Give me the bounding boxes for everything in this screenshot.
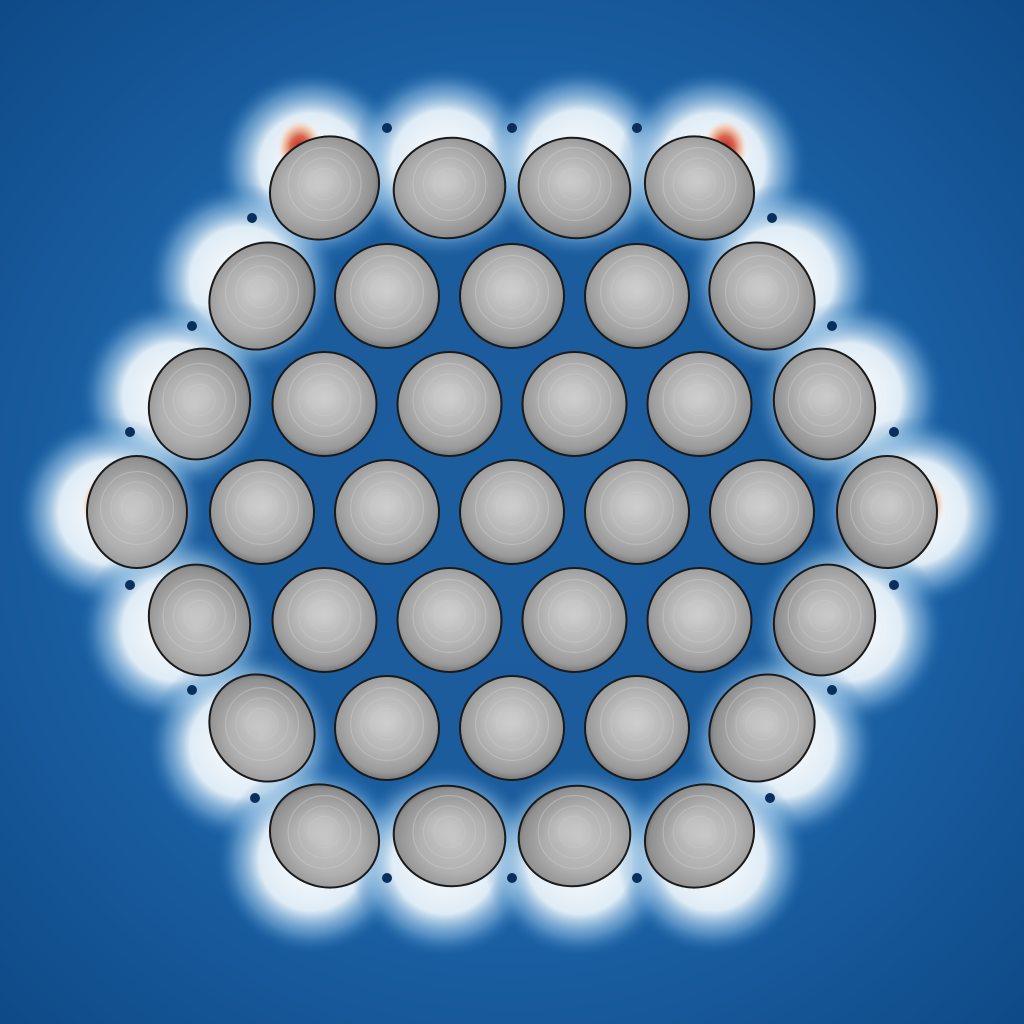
interior-blob [459, 243, 565, 349]
interior-blob [459, 459, 565, 565]
edge-blob [643, 135, 756, 241]
junction-dot [382, 123, 392, 133]
junction-dot [889, 427, 899, 437]
edge-blob [147, 347, 252, 461]
junction-dot [125, 427, 135, 437]
interior-blob [271, 567, 378, 673]
interior-blob [396, 567, 503, 673]
junction-dot-layer [125, 123, 899, 883]
junction-dot [507, 873, 517, 883]
edge-blob [708, 241, 816, 351]
edge-blob [208, 241, 316, 351]
junction-dot [247, 213, 257, 223]
junction-dot [889, 580, 899, 590]
junction-dot [507, 123, 517, 133]
junction-dot [827, 321, 837, 331]
interior-blob [334, 459, 440, 565]
interior-blob [521, 351, 628, 457]
interior-blob [334, 243, 440, 349]
edge-blob [772, 563, 877, 677]
interior-blob [459, 675, 565, 781]
edge-blob [708, 673, 816, 783]
junction-dot [767, 213, 777, 223]
junction-dot [632, 873, 642, 883]
edge-blob [268, 783, 381, 889]
edge-blob [836, 455, 938, 569]
edge-blob [517, 136, 632, 240]
interior-blob [271, 351, 378, 457]
interior-blob [334, 675, 440, 781]
junction-dot [125, 580, 135, 590]
interior-blob [646, 351, 753, 457]
junction-dot [250, 793, 260, 803]
interior-blob [584, 459, 690, 565]
junction-dot [187, 321, 197, 331]
interior-blob [646, 567, 753, 673]
blob-lattice [86, 135, 938, 889]
edge-blob [772, 347, 877, 461]
interior-blob [584, 675, 690, 781]
interior-blob [709, 459, 815, 565]
junction-dot [765, 793, 775, 803]
edge-blob [392, 784, 507, 888]
interior-blob [521, 567, 628, 673]
edge-blob [208, 673, 316, 783]
interior-blob [584, 243, 690, 349]
interior-blob [396, 351, 503, 457]
edge-blob [86, 455, 188, 569]
edge-blob [392, 136, 507, 240]
junction-dot [187, 685, 197, 695]
interior-blob [209, 459, 315, 565]
edge-blob [268, 135, 381, 241]
edge-blob [147, 563, 252, 677]
junction-dot [382, 873, 392, 883]
edge-blob [517, 784, 632, 888]
edge-blob [643, 783, 756, 889]
junction-dot [632, 123, 642, 133]
junction-dot [827, 685, 837, 695]
